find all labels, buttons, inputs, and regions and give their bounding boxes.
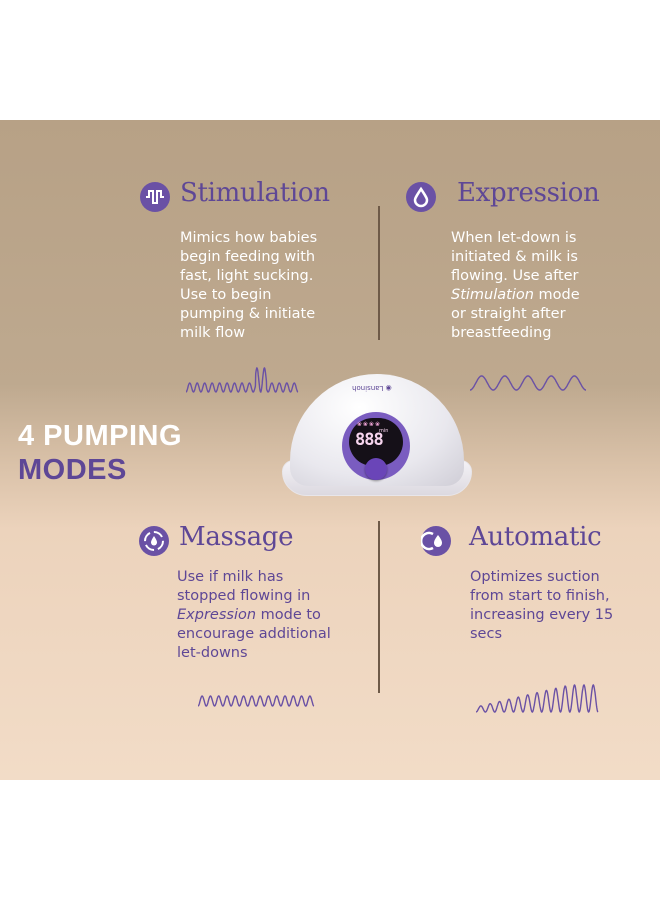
brand-logo: ◉ Lansinoh — [352, 384, 392, 392]
desc-line: let-downs — [177, 645, 248, 661]
desc-line: fast, light sucking. — [180, 268, 314, 284]
control-ring[interactable]: ❀❀❀❀ 888 min — [342, 412, 410, 480]
expression-wave — [470, 375, 586, 391]
desc-text: mode — [533, 287, 580, 303]
automatic-wave — [476, 684, 599, 713]
desc-line: milk flow — [180, 325, 246, 341]
desc-line: Mimics how babies — [180, 230, 318, 246]
mode-desc-stimulation: Mimics how babies begin feeding with fas… — [180, 229, 317, 343]
desc-line: Optimizes suction — [470, 569, 600, 585]
mode-desc-expression: When let-down is initiated & milk is flo… — [451, 229, 580, 343]
droplet-ring-icon — [139, 526, 169, 556]
desc-line: pumping & initiate — [180, 306, 316, 322]
desc-line: Use to begin — [180, 287, 272, 303]
desc-line: Use if milk has — [177, 569, 284, 585]
desc-line: Expression mode to — [177, 606, 331, 625]
display-digits: 888 — [355, 430, 384, 450]
droplet-icon — [406, 182, 436, 212]
italic-mode-name: Stimulation — [451, 287, 534, 303]
divider-bottom — [378, 521, 380, 693]
desc-line: breastfeeding — [451, 325, 552, 341]
desc-line: or straight after — [451, 306, 566, 322]
mode-desc-automatic: Optimizes suction from start to finish, … — [470, 568, 613, 644]
italic-mode-name: Expression — [177, 607, 257, 623]
wave-icon — [140, 182, 170, 212]
desc-line: increasing every 15 — [470, 607, 614, 623]
mode-desc-massage: Use if milk has stopped flowing in Expre… — [177, 568, 331, 663]
desc-line: flowing. Use after — [451, 268, 579, 284]
stimulation-wave — [186, 367, 299, 393]
desc-line: begin feeding with — [180, 249, 316, 265]
mode-title-stimulation: Stimulation — [180, 178, 330, 208]
droplet-cycle-icon — [419, 526, 451, 556]
desc-line: encourage additional — [177, 626, 331, 642]
headline-line2: MODES — [18, 454, 127, 486]
desc-line: secs — [470, 626, 503, 642]
mode-indicators: ❀❀❀❀ — [357, 421, 382, 428]
display-unit: min — [379, 428, 389, 434]
desc-line: initiated & milk is — [451, 249, 578, 265]
breast-pump-device: ◉ Lansinoh ❀❀❀❀ 888 min — [282, 372, 472, 504]
desc-line: from start to finish, — [470, 588, 610, 604]
desc-line: stopped flowing in — [177, 588, 311, 604]
mode-title-massage: Massage — [179, 522, 294, 552]
desc-line: Stimulation mode — [451, 286, 580, 305]
massage-wave — [198, 695, 315, 707]
mode-title-expression: Expression — [457, 178, 600, 208]
headline-line1: 4 PUMPING — [18, 420, 183, 452]
desc-text: mode to — [256, 607, 321, 623]
power-button[interactable] — [365, 458, 387, 480]
desc-line: When let-down is — [451, 230, 577, 246]
divider-top — [378, 206, 380, 340]
mode-title-automatic: Automatic — [469, 522, 602, 552]
